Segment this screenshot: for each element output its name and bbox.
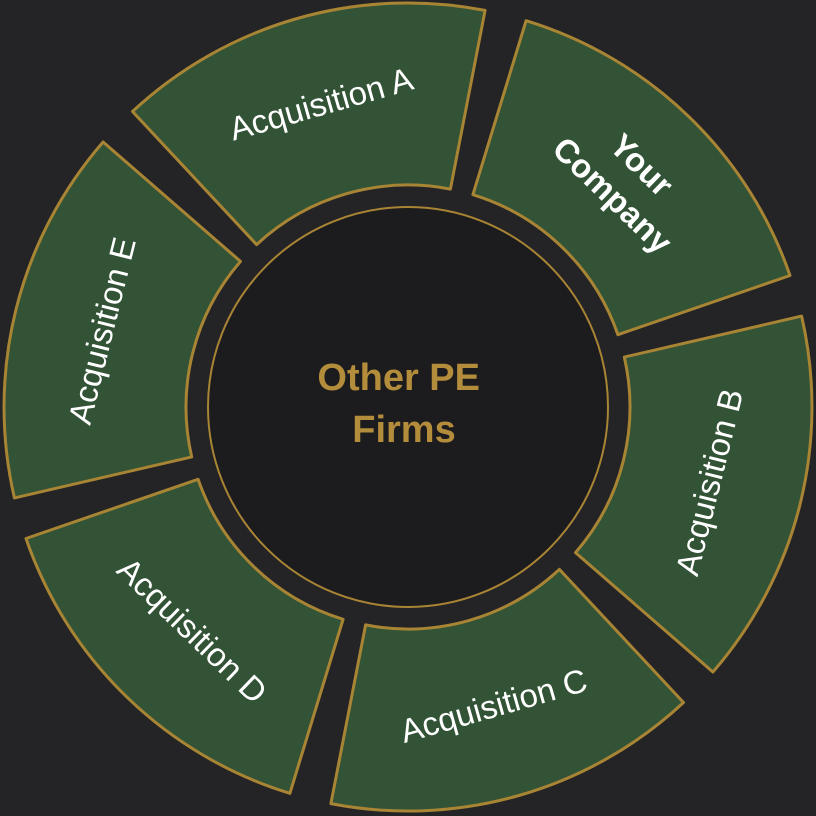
center-hub [207, 206, 609, 608]
segment-4: Acquisition D [24, 477, 345, 795]
segment-4-shape [24, 477, 345, 795]
segment-2: Acquisition B [574, 314, 814, 674]
segment-6-shape [131, 1, 487, 247]
segment-3-shape [329, 567, 685, 813]
center-label-line-2: Firms [352, 409, 455, 451]
center-label-line-1: Other PE [317, 357, 480, 399]
segment-1-shape [471, 19, 792, 337]
segment-6: Acquisition A [131, 1, 487, 247]
segment-1: YourCompany [471, 19, 792, 337]
segment-5: Acquisition E [2, 140, 242, 500]
segment-5-shape [2, 140, 242, 500]
center-label: Other PE Firms [317, 357, 490, 451]
segment-2-shape [574, 314, 814, 674]
segment-3: Acquisition C [329, 567, 685, 813]
